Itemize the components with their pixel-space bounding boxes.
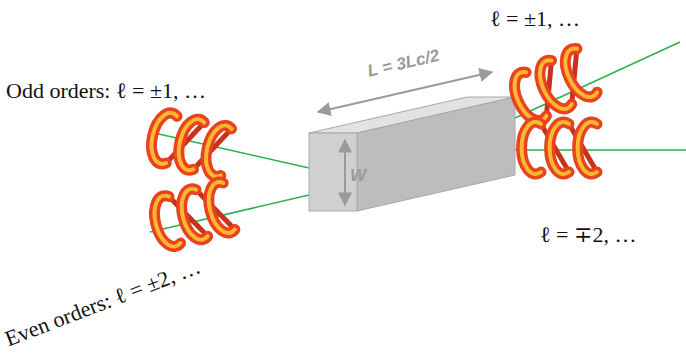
helix-turn	[174, 116, 205, 171]
beam-lines	[150, 42, 686, 232]
helix-turn	[147, 110, 178, 165]
width-arrow	[344, 140, 346, 205]
helix-turn	[204, 181, 235, 236]
helix-turn	[550, 122, 569, 174]
beam-label: Odd orders: ℓ = ±1, …	[6, 78, 206, 104]
helix-turn	[201, 123, 232, 178]
helix-turn	[522, 122, 541, 174]
helix-turn-highlight	[578, 122, 597, 174]
crystal-box	[309, 72, 515, 211]
beam-label: Even orders: ℓ = ±2, …	[1, 254, 204, 353]
beam-axis	[515, 149, 686, 151]
helix-turn	[578, 122, 597, 174]
helical-beam	[508, 47, 598, 126]
beam-axis	[515, 42, 680, 118]
length-arrow	[318, 72, 492, 112]
helical-beam	[150, 181, 236, 250]
box-front-face	[309, 133, 357, 211]
helix-turn	[558, 47, 598, 102]
helix-turn-highlight	[201, 123, 232, 178]
helical-beam	[522, 122, 597, 174]
helical-beam	[147, 110, 232, 178]
helix-turn-highlight	[204, 181, 235, 236]
box-side-face	[357, 97, 515, 211]
helix-turn-highlight	[522, 122, 541, 174]
beam-label: ℓ = ∓2, …	[540, 222, 636, 248]
helix-turn-highlight	[558, 47, 598, 102]
dimension-label: W	[350, 166, 366, 186]
helix-turn-highlight	[174, 116, 205, 171]
helix-turn-highlight	[147, 110, 178, 165]
beam-label: ℓ = ±1, …	[490, 6, 580, 32]
helix-turn-highlight	[550, 122, 569, 174]
dimension-label: L = 3Lc/2	[366, 46, 442, 82]
